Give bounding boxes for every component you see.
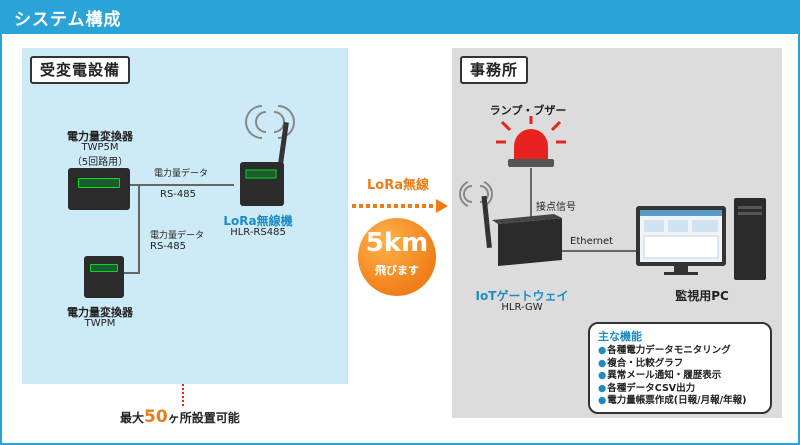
lora-radio-model: HLR-RS485: [230, 227, 286, 238]
pc-label: 監視用PC: [675, 289, 729, 303]
meter1-note: （5回路用）: [71, 157, 129, 168]
contact-signal-label: 接点信号: [536, 202, 576, 213]
feature-item: 電力量帳票作成(日報/月報/年報): [598, 395, 762, 408]
gateway-device-icon: [459, 181, 562, 266]
meter2-name: 電力量変換器: [67, 306, 133, 319]
meter2-model: TWPM: [84, 318, 116, 329]
features-box: 主な機能 各種電力データモニタリング 複合・比較グラフ 異常メール通知・履歴表示…: [588, 322, 772, 414]
feature-item: 各種データCSV出力: [598, 383, 762, 396]
gateway-name: IoTゲートウェイ: [475, 289, 569, 303]
range-sub: 飛びます: [375, 264, 419, 277]
lora-radio-name: LoRa無線機: [223, 214, 293, 228]
contact-signal-line: [530, 168, 532, 220]
substation-label: 受変電設備: [30, 56, 131, 84]
lora-wireless-label: LoRa無線: [367, 178, 429, 193]
link2-protocol-label: RS-485: [150, 241, 186, 252]
meter1-model: TWP5M: [81, 142, 119, 153]
link1-protocol-label: RS-485: [160, 189, 196, 200]
feature-item: 異常メール通知・履歴表示: [598, 370, 762, 383]
range-value: 5km: [365, 228, 429, 258]
gateway-model: HLR-GW: [501, 302, 543, 313]
features-title: 主な機能: [598, 330, 642, 343]
lora-radio-antenna-icon: [240, 105, 295, 206]
rs485-line-2: [124, 272, 140, 274]
page-title: システム構成: [14, 10, 122, 30]
lamp-label: ランプ・ブザー: [489, 104, 567, 117]
capacity-dotted-line: [182, 384, 184, 406]
meter2-device: [84, 256, 124, 298]
range-badge: 5km 飛びます: [358, 218, 436, 296]
wireless-arrow-icon: [352, 199, 448, 213]
content-frame: [0, 34, 800, 445]
link2-data-label: 電力量データ: [150, 231, 205, 241]
capacity-prefix: 最大: [120, 411, 145, 425]
link1-data-label: 電力量データ: [154, 169, 209, 179]
monitoring-pc-icon: [636, 198, 766, 280]
ethernet-line: [562, 250, 636, 252]
meter1-name: 電力量変換器: [67, 130, 133, 143]
meter1-device: [68, 168, 130, 210]
capacity-note: 最大50ヶ所設置可能: [120, 407, 240, 427]
rs485-line-vertical: [138, 186, 140, 274]
rs485-line-1: [130, 184, 234, 186]
ethernet-label: Ethernet: [570, 236, 614, 247]
feature-item: 各種電力データモニタリング: [598, 345, 762, 358]
substation-area: [22, 48, 348, 384]
feature-item: 複合・比較グラフ: [598, 358, 762, 371]
alarm-lamp-icon: [496, 116, 566, 167]
capacity-suffix: ヶ所設置可能: [167, 411, 240, 425]
capacity-number: 50: [144, 407, 168, 427]
header-bar: システム構成: [0, 0, 800, 34]
office-label: 事務所: [460, 56, 529, 84]
